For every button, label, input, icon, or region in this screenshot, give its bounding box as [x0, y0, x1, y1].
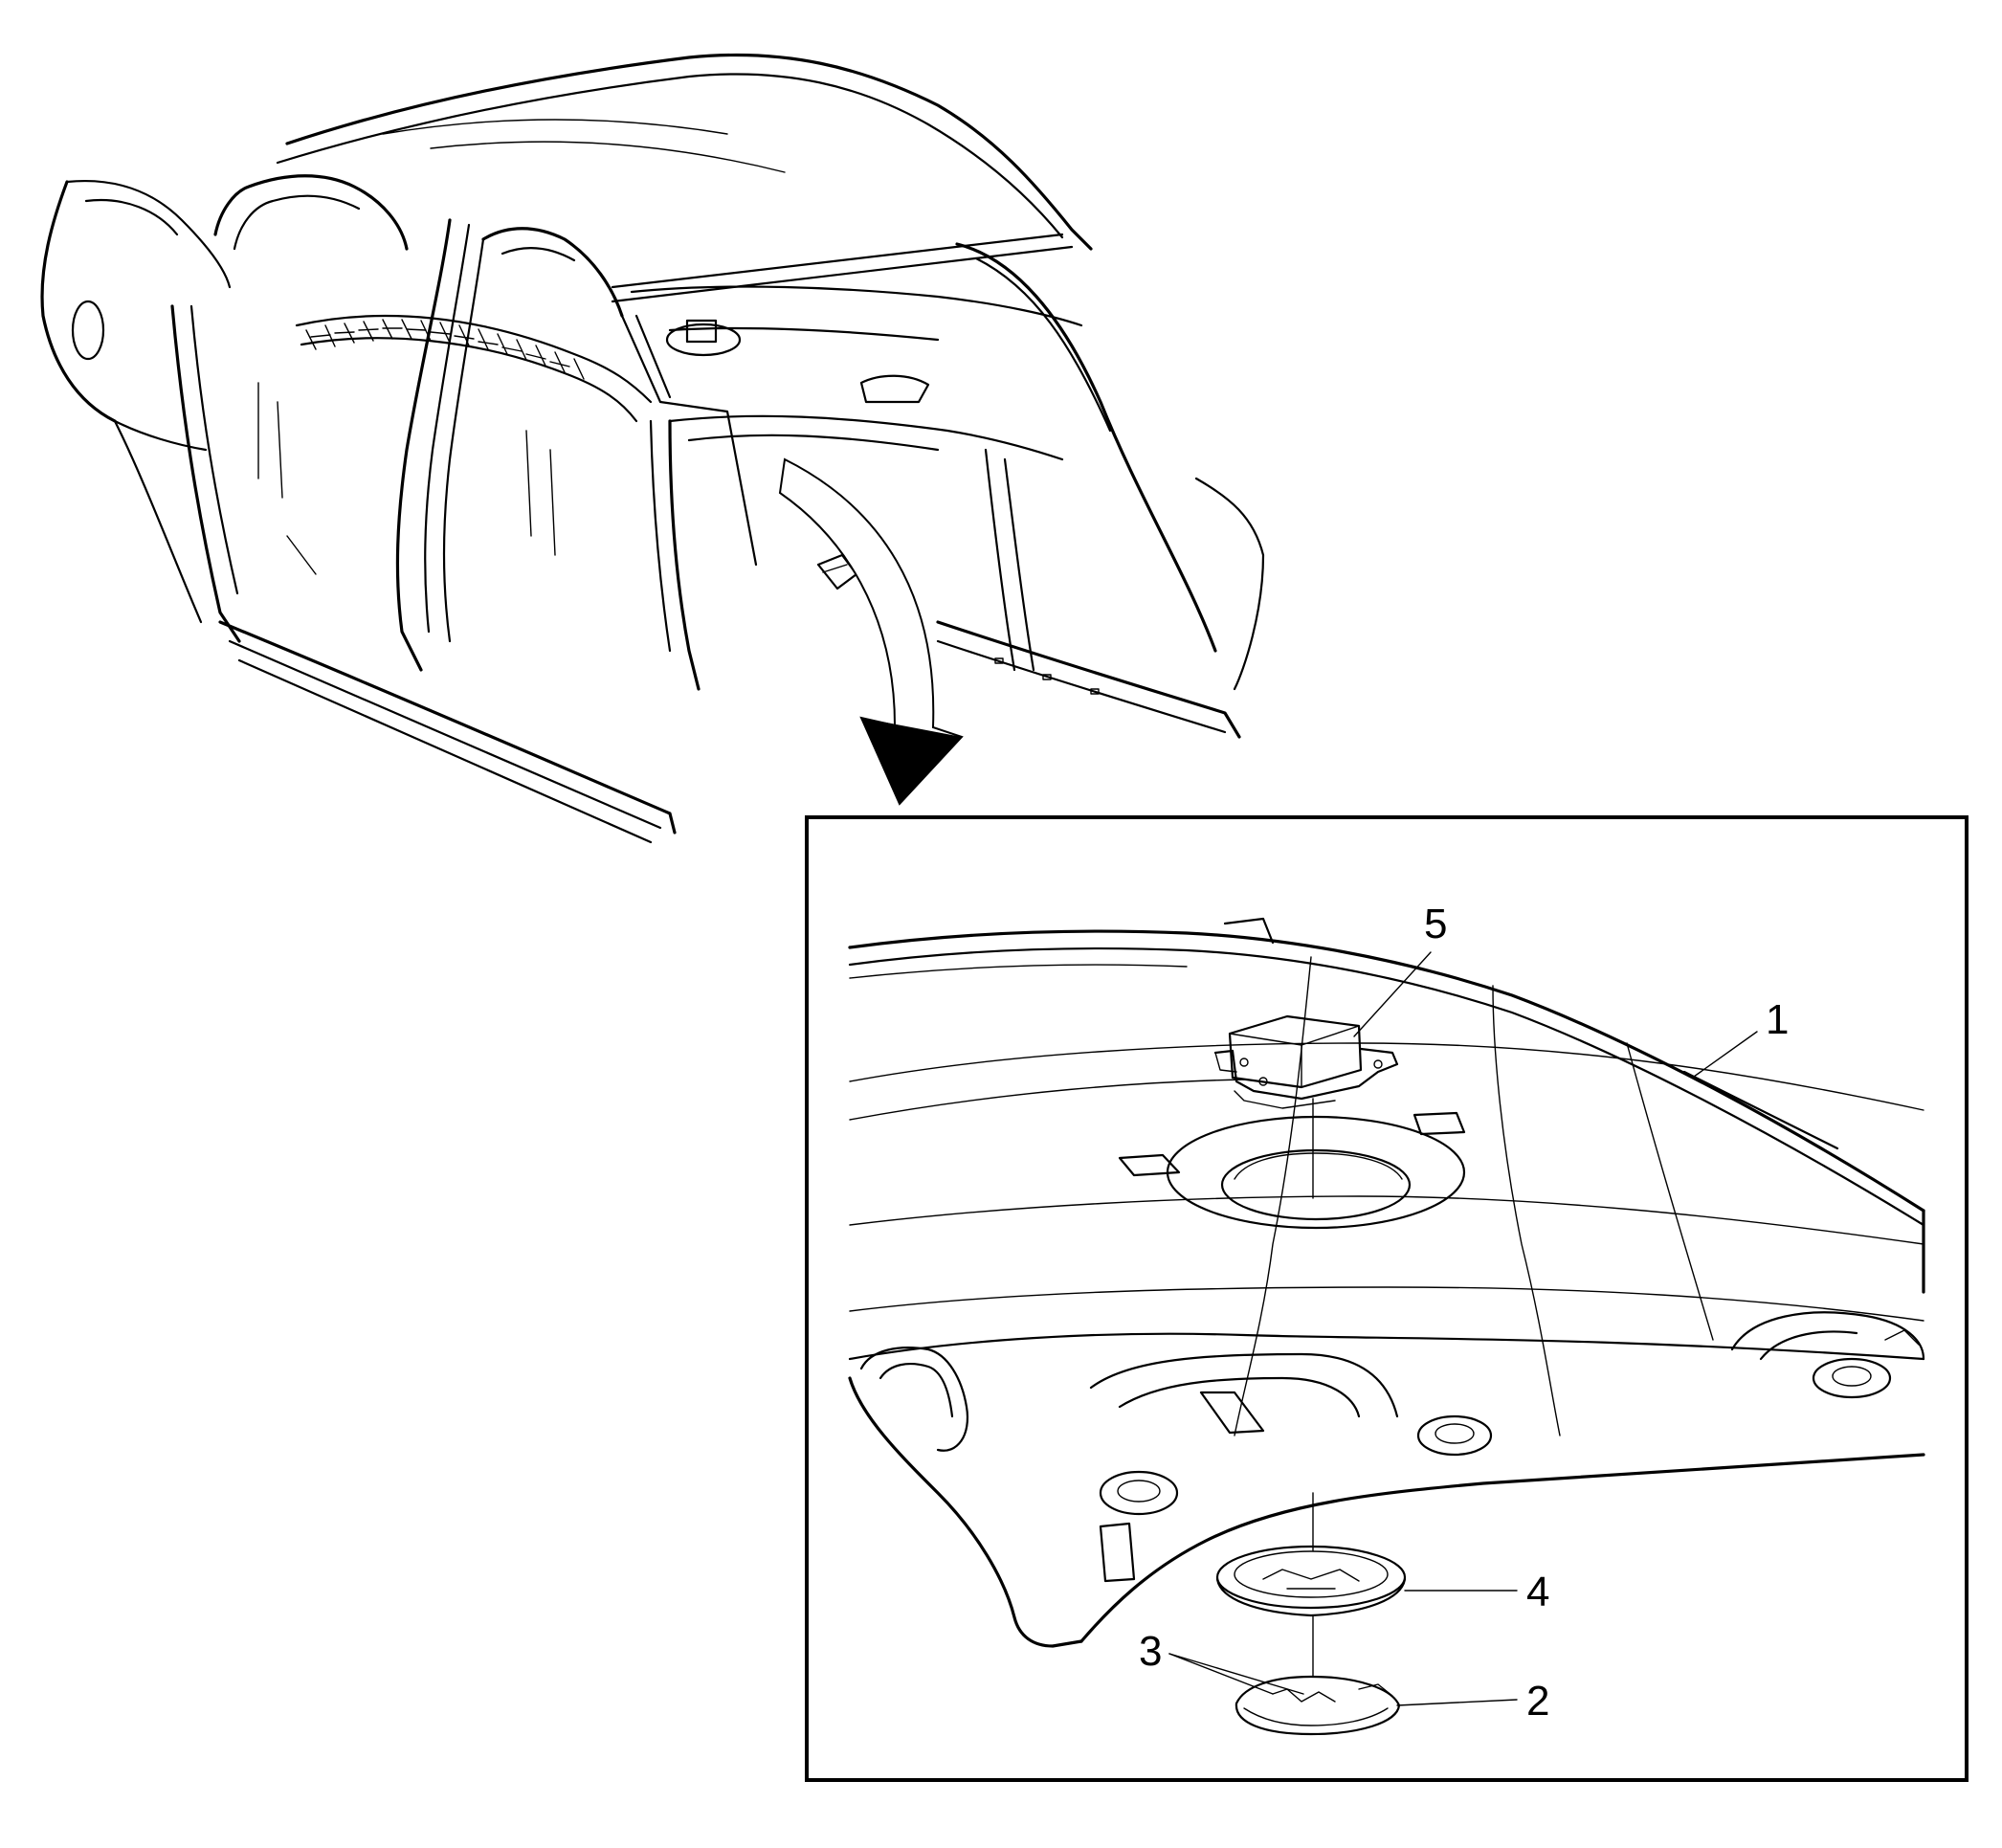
- vehicle-body: [40, 53, 1265, 844]
- callout-2: 2: [1526, 1678, 1549, 1725]
- callout-labels: 5 1 4 3 2: [1139, 901, 1789, 1725]
- callout-1: 1: [1766, 996, 1789, 1043]
- mounting-plate-part-4: [1215, 1545, 1407, 1617]
- module-part-5: [1213, 1014, 1399, 1109]
- callout-3: 3: [1139, 1628, 1162, 1675]
- leader-lines: [1168, 951, 1758, 1706]
- callout-4: 4: [1526, 1569, 1549, 1615]
- curved-arrow-icon: [778, 457, 964, 806]
- callout-5: 5: [1424, 901, 1447, 947]
